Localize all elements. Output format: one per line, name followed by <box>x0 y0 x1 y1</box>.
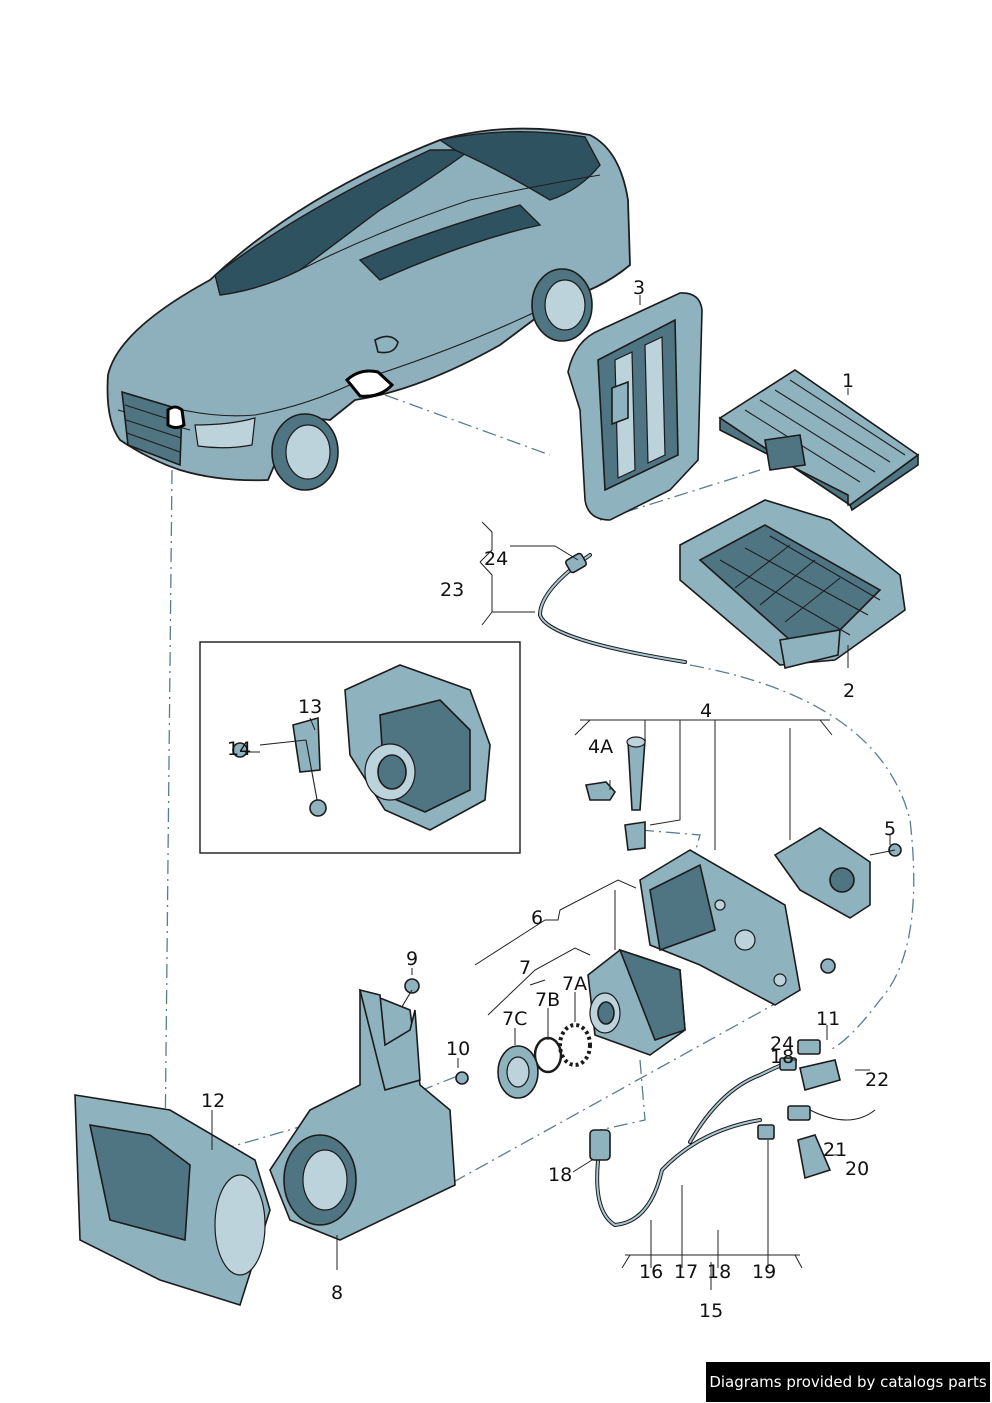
callout-18-left: 18 <box>548 1164 572 1186</box>
callout-13: 13 <box>298 696 322 718</box>
leader-lines <box>211 295 891 1290</box>
part-2-tray <box>679 499 906 669</box>
vehicle-illustration <box>106 127 631 491</box>
callout-7: 7 <box>519 957 531 979</box>
callout-16: 16 <box>639 1261 663 1283</box>
callout-22: 22 <box>865 1069 889 1091</box>
callout-19: 19 <box>752 1261 776 1283</box>
callout-18-lower: 18 <box>707 1261 731 1283</box>
callout-15: 15 <box>699 1300 723 1322</box>
callout-24-harness: 24 <box>770 1033 794 1055</box>
part-7-camera <box>497 948 686 1099</box>
part-8-housing <box>269 988 456 1241</box>
callout-6: 6 <box>531 907 543 929</box>
part-3-bracket <box>567 292 703 521</box>
wiring-harness <box>589 1039 876 1228</box>
callout-4: 4 <box>700 700 712 722</box>
footer-credit: Diagrams provided by catalogs parts <box>706 1362 990 1402</box>
callout-9: 9 <box>406 948 418 970</box>
callout-20: 20 <box>845 1158 869 1180</box>
callout-24-cable: 24 <box>484 548 508 570</box>
callout-23: 23 <box>440 579 464 601</box>
small-fixings <box>399 736 836 1085</box>
callout-8: 8 <box>331 1282 343 1304</box>
part-12-bumper <box>74 1094 271 1307</box>
callout-7c: 7C <box>502 1008 527 1030</box>
callout-3: 3 <box>633 277 645 299</box>
callout-labels: 1 2 3 4 4A 5 6 7 7A 7B 7C 8 9 10 11 12 1… <box>201 277 896 1322</box>
callout-5: 5 <box>884 818 896 840</box>
callout-1: 1 <box>842 370 854 392</box>
callout-18-upper: 18 <box>770 1046 794 1068</box>
callout-10: 10 <box>446 1038 470 1060</box>
callout-17: 17 <box>674 1261 698 1283</box>
callout-7b: 7B <box>535 989 560 1011</box>
callout-21: 21 <box>823 1139 847 1161</box>
part-5-plate <box>773 827 902 919</box>
callout-2: 2 <box>843 680 855 702</box>
part-4-bracket <box>639 849 801 1006</box>
part-23-cable <box>537 552 687 664</box>
callout-14: 14 <box>227 738 251 760</box>
callout-12: 12 <box>201 1090 225 1112</box>
callout-11: 11 <box>816 1008 840 1030</box>
inset-detail <box>199 641 521 854</box>
callout-7a: 7A <box>562 973 587 995</box>
callout-4a: 4A <box>588 736 613 758</box>
part-1-control-unit <box>718 369 920 512</box>
